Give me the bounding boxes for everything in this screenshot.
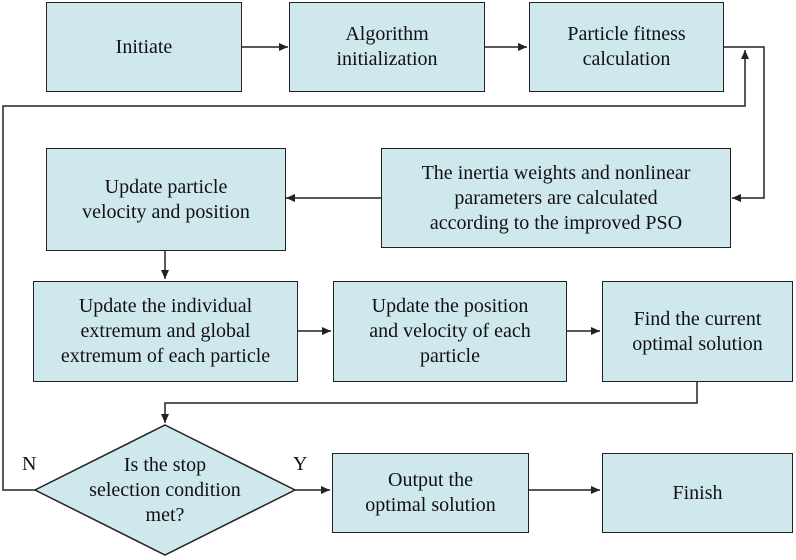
update-position-velocity-box: Update the position and velocity of each…	[333, 281, 567, 382]
initiate-box: Initiate	[46, 2, 242, 92]
inertia-weights-box: The inertia weights and nonlinear parame…	[381, 148, 731, 248]
arrow-fitness-to-inertia	[724, 46, 765, 202]
decision-diamond	[33, 424, 297, 556]
update-extremum-box: Update the individual extremum and globa…	[33, 281, 298, 382]
find-optimal-solution-box: Find the current optimal solution	[602, 281, 793, 382]
no-branch-label: N	[22, 453, 37, 475]
output-optimal-solution-box: Output the optimal solution	[332, 453, 529, 533]
yes-branch-label: Y	[293, 453, 308, 475]
particle-fitness-box: Particle fitness calculation	[529, 2, 724, 92]
update-velocity-position-box: Update particle velocity and position	[46, 148, 286, 251]
arrow-decision-no-loop	[2, 50, 749, 491]
arrow-optimal-to-decision	[161, 382, 698, 423]
finish-box: Finish	[602, 453, 793, 533]
algorithm-initialization-box: Algorithm initialization	[289, 2, 485, 92]
